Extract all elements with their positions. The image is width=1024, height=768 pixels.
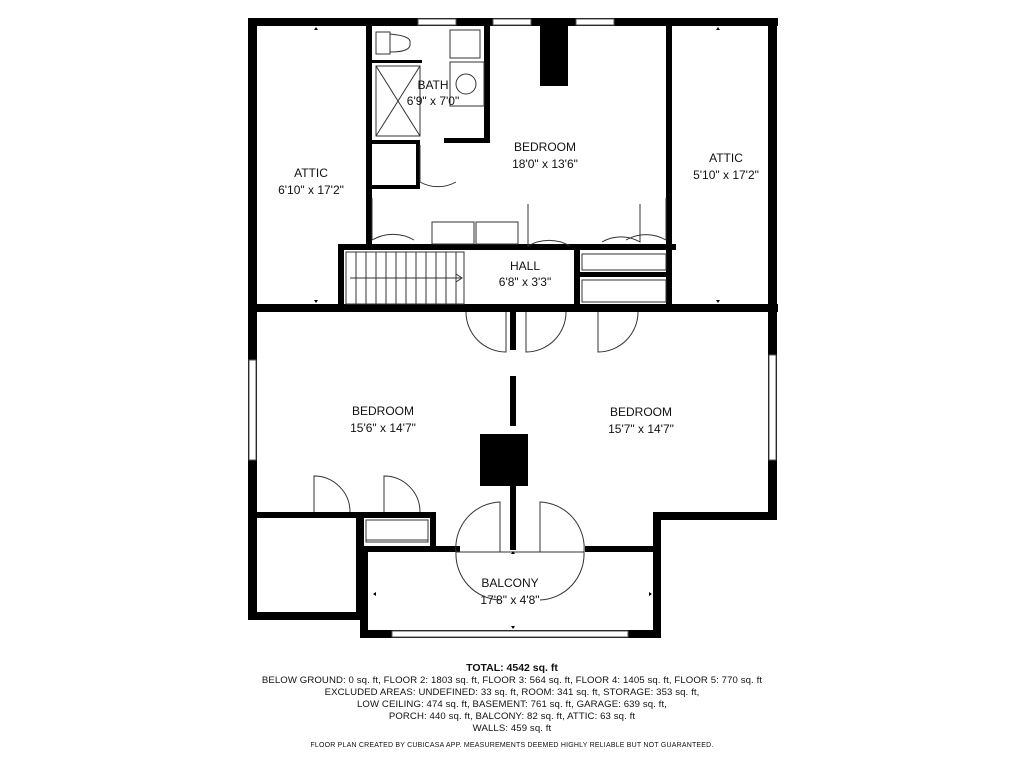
room-name-attic-right: ATTIC	[709, 151, 743, 165]
room-dims-bedroom-top: 18'0" x 13'6"	[512, 157, 578, 171]
door-balcony-right	[539, 501, 585, 601]
door-attic-right-a	[601, 204, 641, 243]
bath-fixtures	[375, 29, 485, 137]
door-bedroom-top	[527, 204, 571, 247]
room-name-balcony: BALCONY	[481, 576, 538, 590]
room-dims-hall: 6'8" x 3'3"	[499, 275, 551, 289]
measure-ticks	[314, 27, 720, 629]
summary-line-floors: BELOW GROUND: 0 sq. ft, FLOOR 2: 1803 sq…	[261, 675, 763, 686]
hall-closets	[365, 253, 667, 543]
door-bedroom-left	[465, 311, 507, 353]
room-name-bath: BATH	[417, 78, 448, 92]
room-dims-bath: 6'9" x 7'0"	[407, 94, 459, 108]
door-bedroom-right	[597, 311, 639, 353]
room-dims-bedroom-left: 15'6" x 14'7"	[350, 421, 416, 435]
top-windows	[417, 18, 615, 26]
room-dims-balcony: 17'8" x 4'8"	[480, 593, 539, 607]
room-dims-attic-right: 5'10" x 17'2"	[693, 168, 759, 182]
summary-line-low-ceiling: LOW CEILING: 474 sq. ft, BASEMENT: 761 s…	[357, 699, 667, 710]
side-windows	[248, 354, 777, 461]
sink-icon	[455, 73, 477, 95]
shower-icon	[375, 65, 421, 137]
summary-line-excluded: EXCLUDED AREAS: UNDEFINED: 33 sq. ft, RO…	[324, 687, 700, 698]
door-attic-right-b	[625, 198, 667, 241]
toilet-icon	[375, 31, 391, 55]
door-bath-closet	[419, 145, 457, 188]
area-summary: TOTAL: 4542 sq. ft BELOW GROUND: 0 sq. f…	[0, 662, 1024, 735]
door-balcony-left	[455, 501, 501, 601]
door-closet-2	[383, 475, 421, 513]
room-name-bedroom-left: BEDROOM	[352, 404, 414, 418]
room-dims-bedroom-right: 15'7" x 14'7"	[608, 422, 674, 436]
room-name-hall: HALL	[510, 259, 540, 273]
room-dims-attic-left: 6'10" x 17'2"	[278, 183, 344, 197]
door-closet-1	[313, 475, 351, 513]
summary-line-walls: WALLS: 459 sq. ft	[472, 723, 552, 734]
doors	[313, 145, 667, 601]
bedroom-builtins	[431, 221, 519, 245]
summary-line-porch: PORCH: 440 sq. ft, BALCONY: 82 sq. ft, A…	[388, 711, 636, 722]
interior-walls	[248, 26, 778, 620]
room-name-bedroom-top: BEDROOM	[514, 140, 576, 154]
room-name-attic-left: ATTIC	[294, 166, 328, 180]
stairs-icon	[345, 251, 465, 305]
balcony-railing	[391, 630, 629, 638]
floor-plan: BATH 6'9" x 7'0" BEDROOM 18'0" x 13'6" A…	[248, 18, 778, 638]
door-center	[525, 311, 567, 353]
room-name-bedroom-right: BEDROOM	[610, 405, 672, 419]
door-attic-left	[371, 198, 415, 241]
summary-total: TOTAL: 4542 sq. ft	[466, 662, 558, 674]
disclaimer: FLOOR PLAN CREATED BY CUBICASA APP. MEAS…	[310, 742, 714, 749]
